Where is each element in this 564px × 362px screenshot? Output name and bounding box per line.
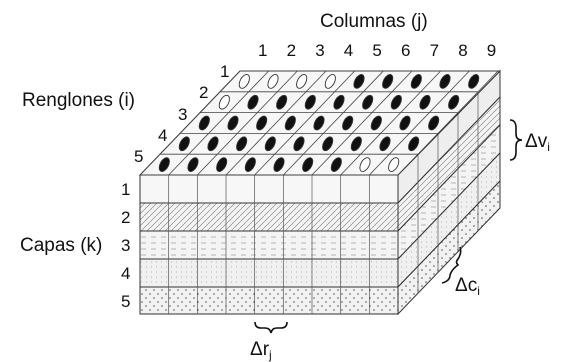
right-side-face — [397, 69, 501, 316]
front-face — [139, 174, 399, 315]
layer-number: 4 — [121, 264, 130, 283]
active-cell-marker — [207, 136, 219, 152]
delta-c-annotation: Δci — [441, 246, 480, 298]
inactive-cell-marker — [296, 74, 308, 89]
row-number: 2 — [199, 83, 208, 102]
top-face — [138, 70, 502, 176]
active-cell-marker — [216, 157, 228, 172]
active-cell-marker — [428, 115, 440, 131]
active-cell-marker — [273, 157, 285, 172]
active-cell-marker — [227, 115, 239, 131]
active-cell-marker — [353, 74, 365, 89]
delta-r-annotation: Δrj — [250, 321, 288, 362]
column-number: 9 — [487, 41, 496, 60]
active-cell-marker — [333, 94, 345, 110]
delta-v-label: Δvi — [525, 131, 550, 154]
layer-number: 2 — [121, 208, 130, 227]
active-cell-marker — [439, 74, 451, 89]
inactive-cell-marker — [238, 74, 250, 89]
column-number: 8 — [458, 41, 467, 60]
active-cell-marker — [399, 115, 411, 131]
active-cell-marker — [382, 74, 394, 89]
delta-r-label: Δrj — [250, 339, 272, 362]
row-number: 3 — [178, 105, 187, 124]
column-number: 6 — [401, 41, 410, 60]
active-cell-marker — [276, 94, 288, 110]
inactive-cell-marker — [388, 157, 400, 172]
active-cell-marker — [390, 94, 402, 110]
inactive-cell-marker — [218, 94, 230, 110]
layer-numbers: 1 2 3 4 5 — [121, 180, 130, 311]
active-cell-marker — [302, 157, 314, 172]
active-cell-marker — [350, 136, 362, 152]
active-cell-marker — [419, 94, 431, 110]
active-cell-marker — [342, 115, 354, 131]
column-number: 2 — [287, 41, 296, 60]
active-cell-marker — [244, 157, 256, 172]
active-cell-marker — [264, 136, 276, 152]
inactive-cell-marker — [359, 157, 371, 172]
row-number: 5 — [134, 147, 143, 166]
column-number: 3 — [315, 41, 324, 60]
row-number: 1 — [220, 62, 229, 81]
active-cell-marker — [448, 94, 460, 110]
delta-c-label: Δci — [455, 275, 480, 298]
row-number: 4 — [158, 126, 167, 145]
active-cell-marker — [304, 94, 316, 110]
rows-label: Renglones (i) — [22, 90, 135, 111]
active-cell-marker — [322, 136, 334, 152]
layers-label: Capas (k) — [20, 235, 102, 256]
delta-v-annotation: Δvi — [509, 119, 550, 161]
columns-label: Columnas (j) — [320, 11, 428, 32]
active-cell-marker — [284, 115, 296, 131]
column-number: 1 — [258, 41, 267, 60]
active-cell-marker — [256, 115, 268, 131]
inactive-cell-marker — [324, 74, 336, 89]
active-cell-marker — [379, 136, 391, 152]
active-cell-marker — [408, 136, 420, 152]
active-cell-marker — [313, 115, 325, 131]
active-cell-marker — [293, 136, 305, 152]
inactive-cell-marker — [267, 74, 279, 89]
active-cell-marker — [187, 157, 199, 172]
active-cell-marker — [362, 94, 374, 110]
layer-number: 1 — [121, 180, 130, 199]
active-cell-marker — [410, 74, 422, 89]
active-cell-marker — [198, 115, 210, 131]
active-cell-marker — [330, 157, 342, 172]
layer-number: 5 — [121, 292, 130, 311]
layer-number: 3 — [121, 236, 130, 255]
active-cell-marker — [236, 136, 248, 152]
column-number: 5 — [372, 41, 381, 60]
active-cell-marker — [468, 74, 480, 89]
column-number: 4 — [344, 41, 353, 60]
active-cell-marker — [178, 136, 190, 152]
active-cell-marker — [370, 115, 382, 131]
column-number: 7 — [430, 41, 439, 60]
active-cell-marker — [158, 157, 170, 172]
active-cell-marker — [247, 94, 259, 110]
